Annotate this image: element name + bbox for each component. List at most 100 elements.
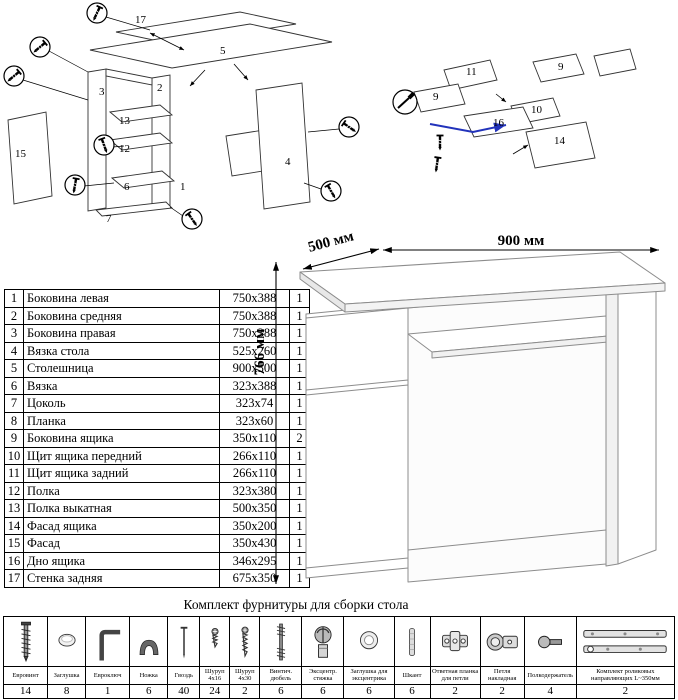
- hardware-label: Заглушка: [47, 666, 87, 685]
- part-num: 16: [4, 551, 24, 570]
- hardware-qty: 2: [429, 683, 481, 699]
- drawer-slides-icon: [583, 629, 668, 653]
- part-name: Фасад ящика: [23, 516, 220, 535]
- drawer-assembly-arrows: [495, 93, 529, 155]
- hardware-qty: 6: [393, 683, 431, 699]
- screw-4x30-icon: [241, 626, 249, 658]
- hardware-qty: 6: [301, 683, 345, 699]
- hardware-label: Евроключ: [85, 666, 131, 685]
- dimension-arrows: [272, 246, 659, 584]
- screw-4x16-icon: [211, 627, 219, 648]
- part-name: Боковина правая: [23, 324, 220, 343]
- hardware-kit-section: Евровинт Заглушка Евроключ Ножка Гвоздь …: [2, 616, 676, 699]
- part-size: 323x74: [219, 394, 290, 413]
- part-num: 5: [4, 359, 24, 378]
- hardware-qty: 8: [47, 683, 87, 699]
- part-num: 17: [4, 569, 24, 588]
- part-name: Столешница: [23, 359, 220, 378]
- part-num: 2: [4, 306, 24, 325]
- hardware-kit-title: Комплект фурнитуры для сборки стола: [183, 597, 409, 612]
- hardware-label: Винтич. дюбель: [259, 666, 303, 685]
- hardware-qty: 2: [229, 683, 261, 699]
- hardware-qty: 4: [523, 683, 577, 699]
- dowel-screw-icon: [276, 623, 286, 660]
- part-size: 323x60: [219, 411, 290, 430]
- drawer-side-panel: [593, 48, 637, 77]
- drawer-fasteners: [431, 134, 445, 175]
- part-label: 6: [124, 181, 130, 193]
- hexkey-icon: [99, 629, 120, 660]
- shelf-support-icon: [538, 635, 563, 648]
- hardware-qty: 14: [2, 683, 49, 699]
- desk-panels: [7, 11, 333, 217]
- part-name: Стенка задняя: [23, 569, 220, 588]
- part-number-labels: 17 5 3 2 13 12 6 7 15 1 4: [15, 14, 291, 225]
- part-label: 11: [466, 66, 477, 78]
- hardware-qty: 6: [129, 683, 169, 699]
- part-label: 5: [220, 45, 226, 57]
- hardware-label: Заглушка для эксцентрика: [343, 666, 395, 685]
- hinge-icon: [486, 632, 518, 651]
- part-size: 750x388: [219, 324, 290, 343]
- part-qty: 1: [289, 569, 310, 588]
- part-name: Боковина левая: [23, 289, 220, 308]
- door-panel: [7, 111, 53, 205]
- euroscrew-icon: [20, 621, 31, 662]
- desk-body: [299, 251, 666, 583]
- assembly-arrows: [149, 32, 249, 87]
- part-label: 2: [157, 82, 163, 94]
- part-num: 15: [4, 534, 24, 553]
- part-name: Дно ящика: [23, 551, 220, 570]
- part-label: 16: [493, 117, 505, 129]
- part-label: 9: [433, 91, 439, 103]
- hardware-label: Полкодержатель: [523, 666, 577, 685]
- hardware-qty: 1: [85, 683, 131, 699]
- top-rail-panel: [105, 68, 153, 86]
- part-label: 9: [558, 61, 564, 73]
- door-facade: [305, 384, 409, 569]
- part-name: Вязка стола: [23, 341, 220, 360]
- part-label: 3: [99, 86, 105, 98]
- part-num: 12: [4, 481, 24, 500]
- drawer-facade-panel: [525, 121, 596, 169]
- hardware-label: Эксцентр. стяжка: [301, 666, 345, 685]
- part-num: 14: [4, 516, 24, 535]
- part-label: 1: [180, 181, 186, 193]
- hardware-label: Шуруп 4x16: [199, 666, 231, 685]
- slide-direction-arrow: [429, 122, 507, 134]
- exploded-view-drawer: 11 9 9 10 16 14: [392, 48, 637, 175]
- tabletop-left-edge: [299, 271, 346, 313]
- part-name: Цоколь: [23, 394, 220, 413]
- hardware-label: Ответная планка для петли: [429, 666, 481, 685]
- stretcher-panel: [110, 170, 176, 189]
- part-num: 1: [4, 289, 24, 308]
- width-dimension-label: 900 мм: [498, 233, 545, 249]
- part-label: 15: [15, 148, 27, 160]
- right-panel-face: [617, 279, 657, 565]
- rollout-shelf-panel: [108, 104, 174, 123]
- hardware-qty: 40: [167, 683, 201, 699]
- hardware-label: Комплект роликовых направляющих L~350мм: [575, 666, 676, 685]
- cap-icon: [58, 633, 76, 646]
- part-name: Щит ящика задний: [23, 464, 220, 483]
- part-label: 10: [531, 104, 543, 116]
- part-size: 750x388: [219, 306, 290, 325]
- hardware-label: Евровинт: [2, 666, 49, 685]
- foot-icon: [139, 639, 159, 655]
- part-label: 17: [135, 14, 147, 26]
- back-rail-edge: [407, 529, 607, 551]
- part-name: Фасад: [23, 534, 220, 553]
- hardware-label: Шкант: [393, 666, 431, 685]
- hardware-qty: 6: [343, 683, 395, 699]
- hardware-qty: 2: [479, 683, 525, 699]
- hinge-plate-icon: [442, 630, 469, 651]
- part-size: 323x380: [219, 481, 290, 500]
- part-name: Полка: [23, 481, 220, 500]
- part-num: 13: [4, 499, 24, 518]
- right-panel-edge: [605, 288, 619, 567]
- part-name: Полка выкатная: [23, 499, 220, 518]
- hardware-label: Гвоздь: [167, 666, 201, 685]
